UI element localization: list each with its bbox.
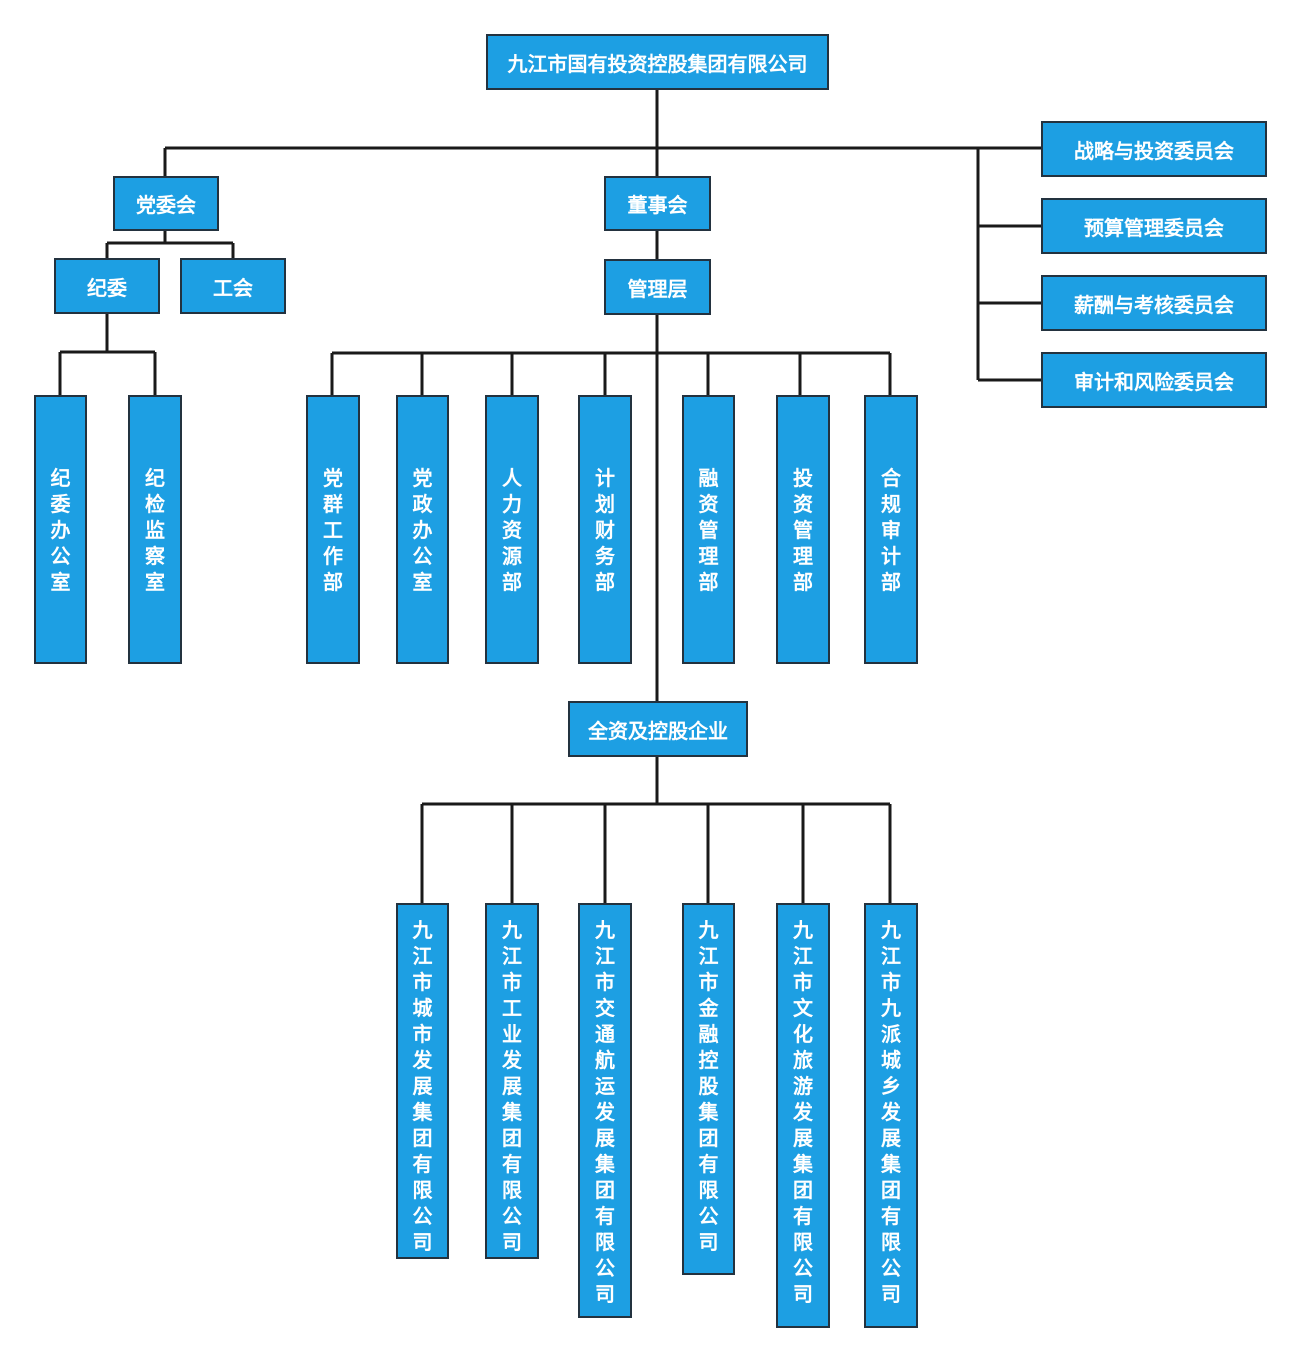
committee-budget-management: 预算管理委员会 (1041, 198, 1267, 254)
department-box: 人力资源部 (485, 395, 539, 664)
committee-audit-risk: 审计和风险委员会 (1041, 352, 1267, 408)
management-box: 管理层 (604, 259, 711, 315)
department-box: 合规审计部 (864, 395, 918, 664)
department-box: 计划财务部 (578, 395, 632, 664)
department-box: 投资管理部 (776, 395, 830, 664)
enterprise-box: 九江市交通航运发展集团有限公司 (578, 903, 632, 1318)
enterprise-box: 九江市金融控股集团有限公司 (682, 903, 735, 1275)
department-box: 党政办公室 (396, 395, 449, 664)
enterprise-box: 九江市工业发展集团有限公司 (485, 903, 539, 1259)
root-company-box: 九江市国有投资控股集团有限公司 (486, 34, 829, 90)
enterprise-box: 九江市城市发展集团有限公司 (396, 903, 449, 1259)
party-committee-box: 党委会 (113, 176, 219, 231)
committee-strategy-investment: 战略与投资委员会 (1041, 121, 1267, 177)
board-of-directors-box: 董事会 (604, 176, 711, 231)
enterprise-group-box: 全资及控股企业 (568, 701, 748, 757)
office-discipline-inspection: 纪检监察室 (128, 395, 182, 664)
department-box: 融资管理部 (682, 395, 735, 664)
labor-union-box: 工会 (180, 258, 286, 314)
enterprise-box: 九江市文化旅游发展集团有限公司 (776, 903, 830, 1328)
committee-compensation-assessment: 薪酬与考核委员会 (1041, 275, 1267, 331)
enterprise-box: 九江市九派城乡发展集团有限公司 (864, 903, 918, 1328)
department-box: 党群工作部 (306, 395, 360, 664)
discipline-committee-box: 纪委 (54, 258, 160, 314)
office-discipline-committee: 纪委办公室 (34, 395, 87, 664)
